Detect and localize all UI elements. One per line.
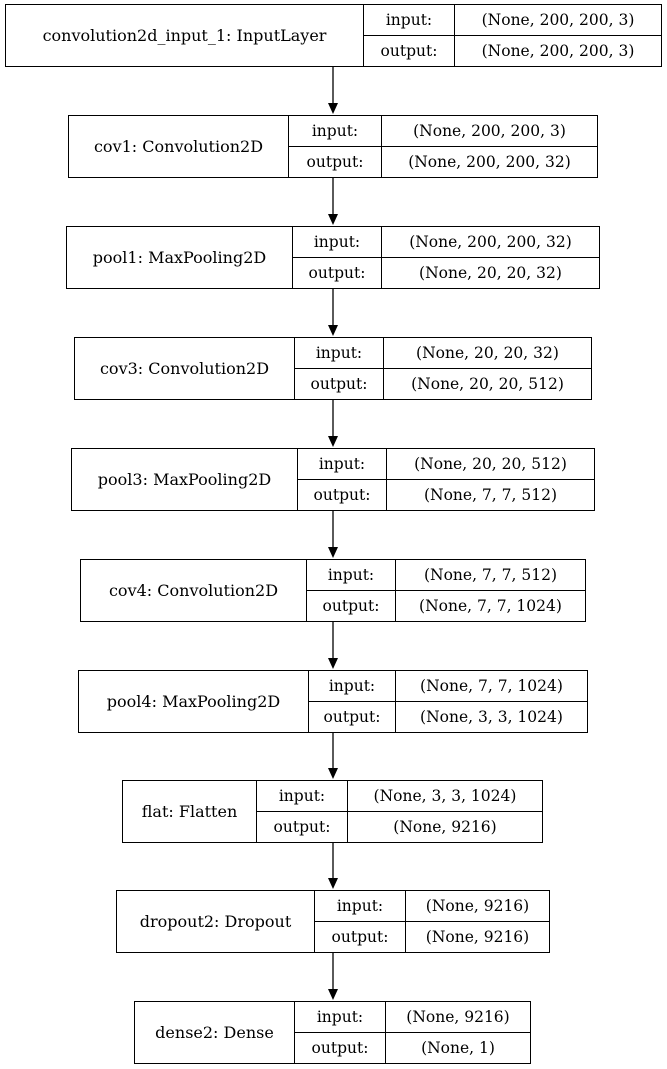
output-shape: (None, 3, 3, 1024) [420,708,563,726]
output-shape: (None, 7, 7, 1024) [419,597,562,615]
shape-labels: input: output: [307,560,396,621]
input-label: input: [257,781,347,812]
output-label: output: [310,375,368,393]
output-label: output: [331,928,389,946]
shape-labels: input: output: [295,1002,386,1063]
input-label: input: [307,560,395,591]
output-shape: (None, 9216) [425,928,530,946]
output-label: output: [322,597,380,615]
input-shape: (None, 20, 20, 32) [384,338,591,369]
input-shape: (None, 7, 7, 1024) [396,671,587,702]
output-shape: (None, 9216) [393,818,497,836]
shape-values: (None, 9216) (None, 9216) [406,891,549,952]
input-shape: (None, 200, 200, 3) [455,5,661,36]
input-shape: (None, 3, 3, 1024) [348,781,542,812]
input-shape: (None, 200, 200, 3) [382,116,597,147]
arrow-head-icon [328,989,338,1000]
layer-name: cov1: Convolution2D [69,116,289,177]
layer-name: dense2: Dense [135,1002,295,1063]
shape-values: (None, 3, 3, 1024) (None, 9216) [348,781,542,842]
input-label: input: [364,5,454,36]
shape-values: (None, 200, 200, 3) (None, 200, 200, 3) [455,5,661,66]
output-label: output: [380,42,438,60]
shape-labels: input: output: [364,5,455,66]
input-label: input: [309,671,395,702]
layer-name: pool1: MaxPooling2D [67,227,293,288]
input-label: input: [289,116,381,147]
shape-values: (None, 200, 200, 3) (None, 200, 200, 32) [382,116,597,177]
shape-labels: input: output: [309,671,396,732]
shape-labels: input: output: [298,449,387,510]
output-shape: (None, 1) [421,1039,495,1057]
shape-values: (None, 20, 20, 512) (None, 7, 7, 512) [387,449,594,510]
shape-values: (None, 7, 7, 1024) (None, 3, 3, 1024) [396,671,587,732]
layer-name: cov4: Convolution2D [81,560,307,621]
input-shape: (None, 7, 7, 512) [396,560,585,591]
output-shape: (None, 200, 200, 3) [481,42,635,60]
input-label: input: [315,891,405,922]
arrow-head-icon [328,214,338,225]
shape-labels: input: output: [295,338,384,399]
output-shape: (None, 20, 20, 32) [419,264,562,282]
arrow-head-icon [328,103,338,114]
input-label: input: [295,1002,385,1033]
output-shape: (None, 7, 7, 512) [423,486,557,504]
input-label: input: [298,449,386,480]
arrow-head-icon [328,325,338,336]
input-label: input: [295,338,383,369]
shape-labels: input: output: [315,891,406,952]
input-shape: (None, 200, 200, 32) [382,227,599,258]
shape-labels: input: output: [293,227,382,288]
layer-name: cov3: Convolution2D [75,338,295,399]
input-shape: (None, 20, 20, 512) [387,449,594,480]
output-label: output: [311,1039,369,1057]
layer-name: flat: Flatten [123,781,257,842]
input-shape: (None, 9216) [406,891,549,922]
arrow-head-icon [328,658,338,669]
output-shape: (None, 200, 200, 32) [408,153,571,171]
shape-labels: input: output: [257,781,348,842]
arrow-head-icon [328,547,338,558]
arrow-head-icon [328,878,338,889]
input-label: input: [293,227,381,258]
shape-values: (None, 9216) (None, 1) [386,1002,530,1063]
output-shape: (None, 20, 20, 512) [411,375,564,393]
shape-values: (None, 7, 7, 512) (None, 7, 7, 1024) [396,560,585,621]
layer-name: convolution2d_input_1: InputLayer [6,5,364,66]
arrow-head-icon [328,768,338,779]
shape-values: (None, 20, 20, 32) (None, 20, 20, 512) [384,338,591,399]
output-label: output: [273,818,331,836]
output-label: output: [308,264,366,282]
input-shape: (None, 9216) [386,1002,530,1033]
layer-name: dropout2: Dropout [117,891,315,952]
arrow-head-icon [328,436,338,447]
shape-values: (None, 200, 200, 32) (None, 20, 20, 32) [382,227,599,288]
output-label: output: [313,486,371,504]
shape-labels: input: output: [289,116,382,177]
layer-name: pool3: MaxPooling2D [72,449,298,510]
output-label: output: [306,153,364,171]
output-label: output: [323,708,381,726]
layer-name: pool4: MaxPooling2D [79,671,309,732]
